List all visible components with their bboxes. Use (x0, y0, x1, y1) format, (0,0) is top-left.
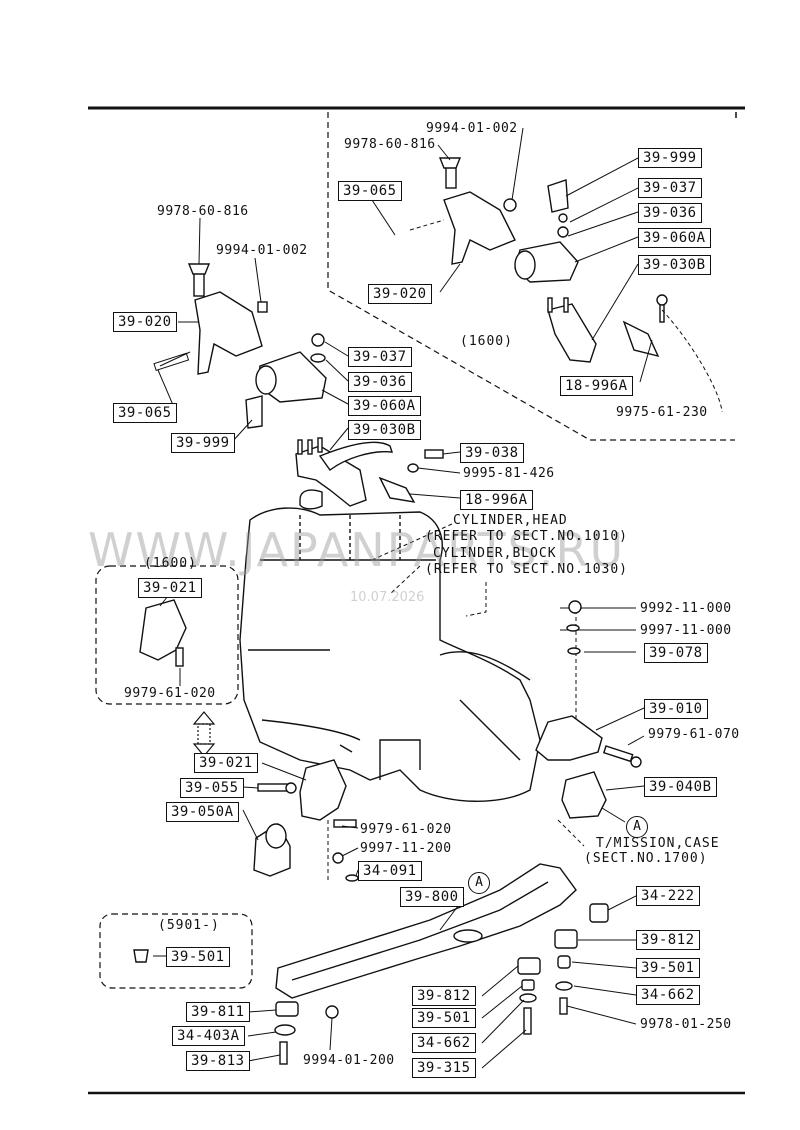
left-1600-region (95, 565, 239, 705)
std-9997-11-200: 9997-11-200 (360, 841, 452, 856)
part-39-501-right: 39-501 (636, 958, 700, 978)
variant-1600-region (327, 112, 735, 441)
part-34-403a: 34-403A (172, 1026, 245, 1046)
leader-lines-left (153, 217, 461, 499)
part-18-996a-left: 18-996A (460, 490, 533, 510)
part-34-662-right: 34-662 (636, 985, 700, 1005)
ref-marker-a-crossmember: A (468, 872, 490, 894)
left-mount-1600 (139, 599, 187, 667)
leader-lines-upper (371, 127, 723, 413)
part-39-055: 39-055 (180, 778, 244, 798)
part-39-036-upper: 39-036 (638, 203, 702, 223)
part-39-050a: 39-050A (166, 802, 239, 822)
part-39-999-upper: 39-999 (638, 148, 702, 168)
ref-marker-a-right: A (626, 816, 648, 838)
std-9979-61-020: 9979-61-020 (360, 822, 452, 837)
mount-left-lower (253, 759, 359, 882)
note-tmission-case: T/MISSION,CASE (596, 836, 720, 851)
part-39-999-left: 39-999 (171, 433, 235, 453)
note-tmission-case-ref: (SECT.NO.1700) (584, 851, 708, 866)
part-34-662-center: 34-662 (412, 1033, 476, 1053)
std-9997-11-000: 9997-11-000 (640, 623, 732, 638)
part-39-030b-left: 39-030B (348, 420, 421, 440)
std-9994-01-200: 9994-01-200 (303, 1053, 395, 1068)
note-cylinder-block-ref: (REFER TO SECT.NO.1030) (425, 562, 629, 577)
variant-1600-left: (1600) (144, 556, 197, 571)
watermark-site: WWW.JAPANPARTS.RU (88, 523, 626, 577)
std-9979-61-070: 9979-61-070 (648, 727, 740, 742)
part-39-060a-left: 39-060A (348, 396, 421, 416)
part-39-020-left: 39-020 (113, 312, 177, 332)
part-39-501-center: 39-501 (412, 1008, 476, 1028)
part-39-800: 39-800 (400, 887, 464, 907)
part-34-222: 34-222 (636, 886, 700, 906)
part-39-065-left: 39-065 (113, 403, 177, 423)
part-39-811: 39-811 (186, 1002, 250, 1022)
part-39-078: 39-078 (644, 643, 708, 663)
leader-lines-left-lower (159, 595, 359, 880)
std-9978-60-816-upper: 9978-60-816 (344, 137, 436, 152)
variant-1600-upper: (1600) (460, 334, 513, 349)
leader-lines-right (595, 707, 645, 823)
mount-bracket-1600 (438, 157, 517, 265)
std-9994-01-002-upper: 9994-01-002 (426, 121, 518, 136)
mount-transmission (535, 600, 642, 819)
note-cylinder-block: CYLINDER,BLOCK (433, 546, 557, 561)
std-9979-61-020-1600: 9979-61-020 (124, 686, 216, 701)
part-39-020-upper: 39-020 (368, 284, 432, 304)
note-cylinder-head: CYLINDER,HEAD (453, 513, 568, 528)
part-39-040b: 39-040B (644, 777, 717, 797)
variant-5901: (5901-) (158, 918, 220, 933)
part-39-030b-upper: 39-030B (638, 255, 711, 275)
mount-rubber-1600 (514, 179, 579, 283)
mount-bracket-left (187, 263, 268, 375)
mount-bracket-right (295, 437, 444, 507)
part-39-060a-upper: 39-060A (638, 228, 711, 248)
part-39-812-right: 39-812 (636, 930, 700, 950)
part-39-036-left: 39-036 (348, 372, 412, 392)
part-39-038: 39-038 (460, 443, 524, 463)
part-39-021-1600: 39-021 (138, 578, 202, 598)
part-39-813: 39-813 (186, 1051, 250, 1071)
mount-rubber-left (245, 333, 327, 429)
watermark-date: 10.07.2026 (350, 590, 425, 605)
double-arrow-icon (192, 711, 216, 757)
part-39-037-left: 39-037 (348, 347, 412, 367)
part-39-065-upper: 39-065 (338, 181, 402, 201)
std-9994-01-002-left: 9994-01-002 (216, 243, 308, 258)
engine-block (239, 489, 541, 802)
part-39-037-upper: 39-037 (638, 178, 702, 198)
part-39-021: 39-021 (194, 753, 258, 773)
std-9978-01-250: 9978-01-250 (640, 1017, 732, 1032)
std-9975-61-230: 9975-61-230 (616, 405, 708, 420)
note-cylinder-head-ref: (REFER TO SECT.NO.1010) (425, 529, 629, 544)
part-18-996a-upper: 18-996A (560, 376, 633, 396)
std-9995-81-426: 9995-81-426 (463, 466, 555, 481)
part-39-010: 39-010 (644, 699, 708, 719)
std-9992-11-000: 9992-11-000 (640, 601, 732, 616)
std-9978-60-816-left: 9978-60-816 (157, 204, 249, 219)
part-39-812-center: 39-812 (412, 986, 476, 1006)
part-39-501-5901: 39-501 (166, 947, 230, 967)
mount-plate-1600 (547, 294, 668, 363)
part-34-091: 34-091 (358, 861, 422, 881)
dash-5901-region (99, 913, 253, 989)
part-39-315: 39-315 (412, 1058, 476, 1078)
crossmember (133, 863, 609, 1065)
